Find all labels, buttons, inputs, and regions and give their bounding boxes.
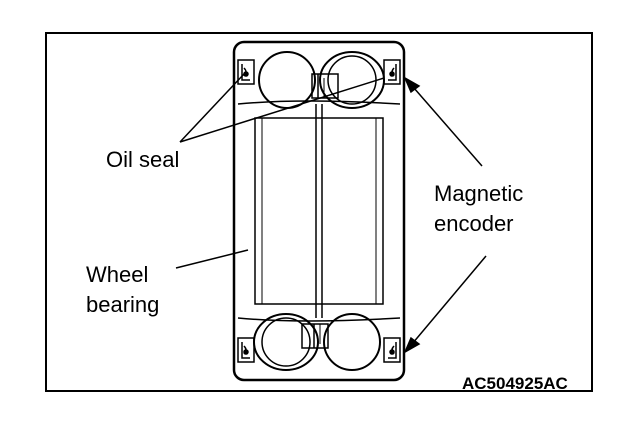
leader-oil-seal (179, 73, 385, 143)
label-oil-seal: Oil seal (106, 147, 180, 172)
label-wheel-bearing-line1: Wheel (86, 262, 149, 287)
bottom-cage-left (253, 313, 320, 371)
top-retainer (311, 73, 339, 99)
bottom-ball-right (323, 313, 381, 371)
figure-frame (45, 32, 593, 392)
label-wheel-bearing-line2: bearing (86, 292, 160, 317)
bottom-ball-left (261, 317, 311, 367)
label-magnetic-encoder-line2: encoder (434, 211, 514, 236)
leader-magnetic-encoder (403, 76, 487, 354)
seal-bottom-left (237, 337, 255, 363)
bearing-outer-outline (232, 40, 406, 382)
seal-top-left (237, 59, 255, 85)
top-ball-right (327, 55, 377, 105)
seal-top-right (383, 59, 401, 85)
leader-wheel-bearing (175, 249, 249, 269)
top-cage-right (319, 51, 386, 109)
bottom-retainer (301, 323, 329, 349)
inner-race (254, 117, 384, 305)
seal-bottom-right (383, 337, 401, 363)
figure-code: AC504925AC (462, 374, 568, 393)
top-ball-left (258, 51, 316, 109)
label-magnetic-encoder-line1: Magnetic (434, 181, 524, 206)
